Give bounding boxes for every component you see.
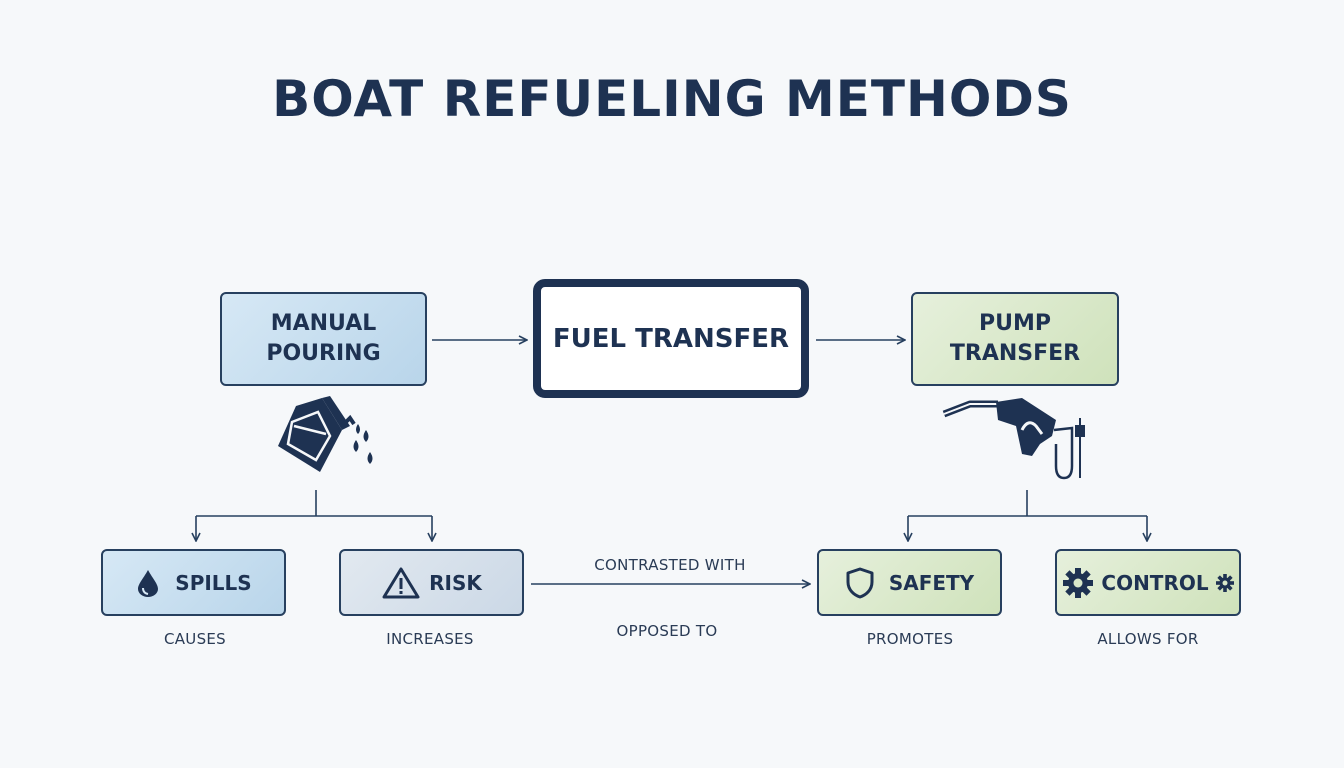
- diagram-title: BOAT REFUELING METHODS: [272, 70, 1072, 128]
- safety-node: SAFETY: [817, 549, 1002, 616]
- increases-label: INCREASES: [386, 630, 474, 648]
- pump-transfer-node: PUMP TRANSFER: [911, 292, 1119, 386]
- warning-icon: [381, 566, 421, 600]
- small-gear-icon: [1215, 573, 1235, 593]
- pump-transfer-line2: TRANSFER: [949, 341, 1081, 366]
- manual-pouring-line2: POURING: [266, 341, 381, 366]
- fuel-nozzle-icon: [942, 398, 1085, 480]
- risk-node: RISK: [339, 549, 524, 616]
- spills-node: SPILLS: [101, 549, 286, 616]
- contrasted-with-label: CONTRASTED WITH: [594, 556, 746, 574]
- control-node: CONTROL: [1055, 549, 1241, 616]
- control-label: CONTROL: [1101, 570, 1209, 595]
- spills-label: SPILLS: [175, 570, 252, 595]
- shield-icon: [845, 566, 875, 600]
- fuel-can-pouring-icon: [278, 396, 373, 472]
- promotes-label: PROMOTES: [866, 630, 954, 648]
- pump-transfer-line1: PUMP: [978, 311, 1051, 336]
- fuel-transfer-node: FUEL TRANSFER: [533, 279, 809, 398]
- risk-label: RISK: [429, 570, 482, 595]
- safety-label: SAFETY: [888, 570, 975, 595]
- fuel-transfer-label: FUEL TRANSFER: [552, 323, 790, 354]
- manual-pouring-line1: MANUAL: [270, 311, 377, 336]
- manual-pouring-node: MANUAL POURING: [220, 292, 427, 386]
- gear-icon: [1061, 566, 1095, 600]
- allows-for-label: ALLOWS FOR: [1097, 630, 1199, 648]
- causes-label: CAUSES: [163, 630, 227, 648]
- opposed-to-label: OPPOSED TO: [616, 622, 718, 640]
- drop-icon: [135, 568, 161, 598]
